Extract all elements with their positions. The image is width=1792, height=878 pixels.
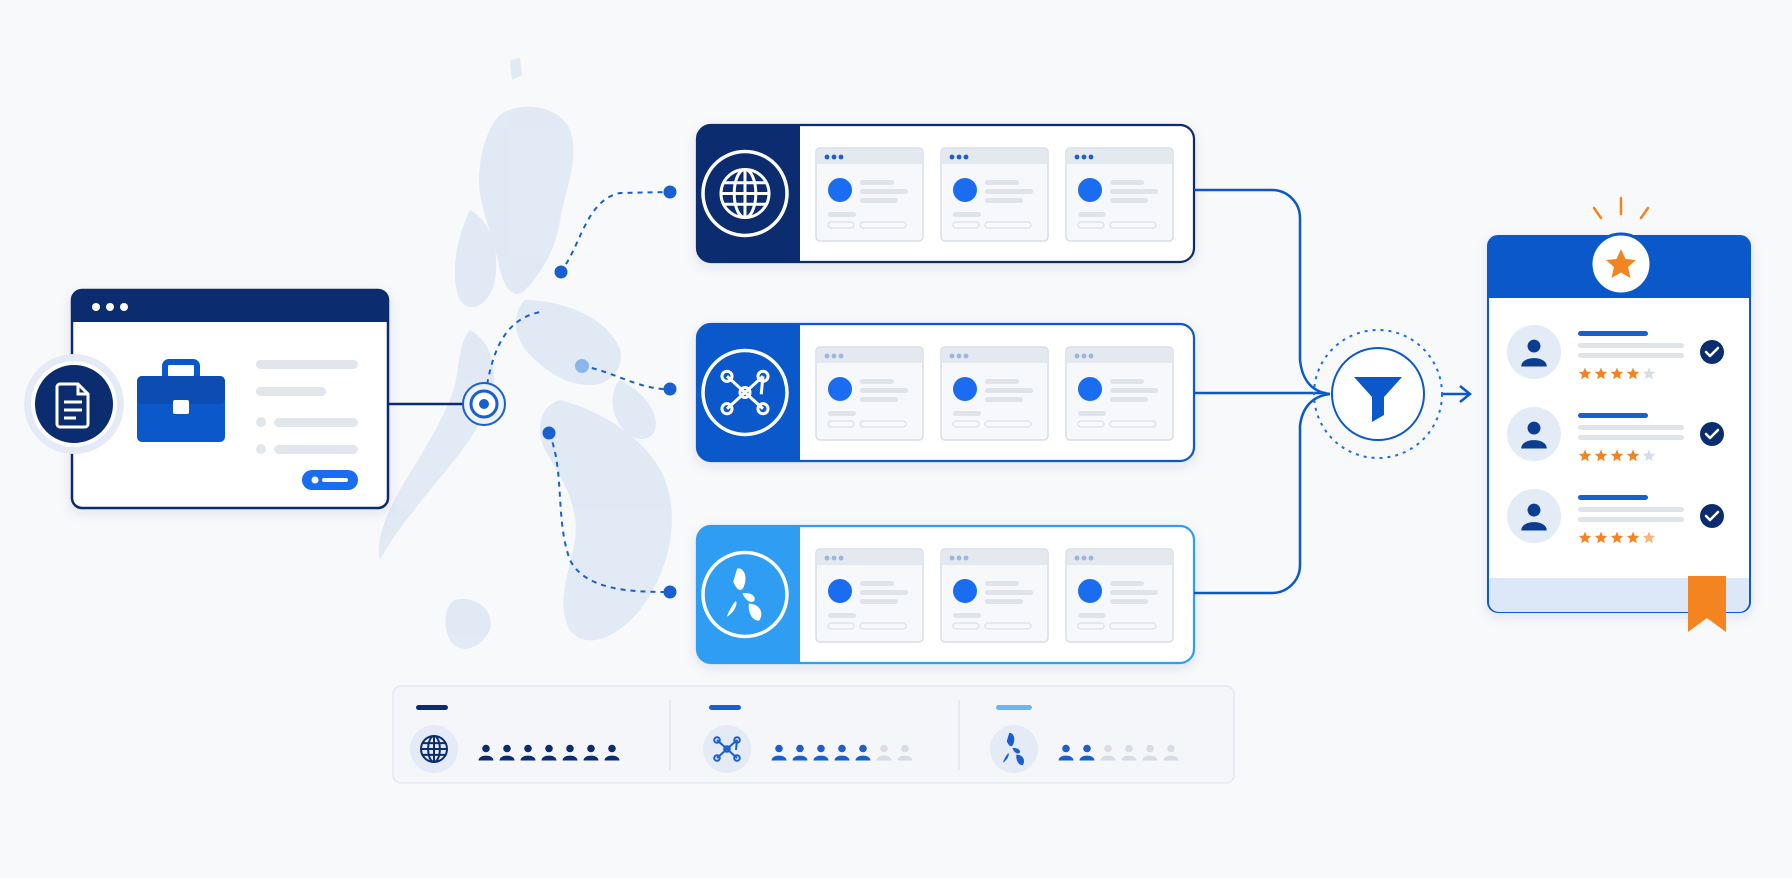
person-icon — [1121, 744, 1137, 761]
avatar — [828, 579, 852, 603]
apply-button[interactable] — [302, 470, 358, 490]
person-icon — [813, 744, 829, 761]
candidate-profile-card[interactable] — [815, 147, 924, 242]
avatar — [953, 377, 977, 401]
rating-stars — [1578, 367, 1656, 380]
philippines-map-icon — [990, 725, 1038, 773]
person-icon — [478, 744, 494, 761]
route-nodes — [542, 185, 677, 599]
avatar — [1078, 377, 1102, 401]
person-icon — [1142, 744, 1158, 761]
person-icon — [583, 744, 599, 761]
candidate-list — [1507, 325, 1724, 544]
network-icon — [701, 348, 789, 437]
rating-stars — [1578, 531, 1656, 544]
person-icon — [562, 744, 578, 761]
avatar — [953, 178, 977, 202]
channel-rows — [695, 123, 1196, 665]
sparkle-lines — [1592, 196, 1650, 220]
candidate-profile-card[interactable] — [815, 548, 924, 643]
avatar — [953, 579, 977, 603]
avatar — [1078, 579, 1102, 603]
summary-section-2 — [703, 705, 913, 773]
person-icon — [1507, 325, 1561, 379]
globe-icon — [410, 725, 458, 773]
channel-row-local[interactable] — [695, 524, 1196, 665]
person-icon — [771, 744, 787, 761]
avatar — [1078, 178, 1102, 202]
avatar — [828, 377, 852, 401]
person-icon — [499, 744, 515, 761]
candidate-profile-card[interactable] — [940, 346, 1049, 441]
person-icon — [1100, 744, 1116, 761]
shortlisted-candidate[interactable] — [1507, 407, 1724, 462]
candidate-profile-card[interactable] — [1065, 147, 1174, 242]
person-icon — [855, 744, 871, 761]
summary-section-3 — [990, 705, 1179, 773]
job-post-window[interactable] — [70, 288, 390, 510]
person-icon — [1507, 407, 1561, 461]
summary-section-1 — [410, 705, 620, 773]
funnel-icon[interactable] — [1313, 329, 1443, 459]
person-icon — [1079, 744, 1095, 761]
candidate-profile-card[interactable] — [940, 147, 1049, 242]
globe-icon — [701, 149, 789, 238]
person-icon — [520, 744, 536, 761]
summary-bar — [392, 685, 1235, 784]
person-icon — [1507, 489, 1561, 543]
avatar — [828, 178, 852, 202]
shortlisted-candidate[interactable] — [1507, 325, 1724, 380]
check-icon — [1700, 422, 1724, 446]
person-icon — [1058, 744, 1074, 761]
person-icon — [604, 744, 620, 761]
channel-row-network[interactable] — [695, 322, 1196, 463]
candidate-profile-card[interactable] — [1065, 548, 1174, 643]
candidate-profile-card[interactable] — [940, 548, 1049, 643]
channel-row-global[interactable] — [695, 123, 1196, 264]
bookmark-icon — [1688, 576, 1726, 632]
person-icon — [834, 744, 850, 761]
hub-target-icon[interactable] — [462, 382, 506, 426]
philippines-map-background — [378, 58, 672, 649]
check-icon — [1700, 340, 1724, 364]
shortlisted-candidate[interactable] — [1507, 489, 1724, 544]
person-icon — [897, 744, 913, 761]
document-icon — [24, 354, 124, 454]
person-icon — [876, 744, 892, 761]
channel-icon-panel — [697, 324, 800, 461]
rating-stars — [1578, 449, 1656, 462]
person-icon — [1163, 744, 1179, 761]
person-icon — [541, 744, 557, 761]
philippines-map-icon — [701, 550, 789, 639]
network-icon — [703, 725, 751, 773]
window-dots — [92, 303, 128, 311]
person-icon — [792, 744, 808, 761]
check-icon — [1700, 504, 1724, 528]
star-badge-icon — [1589, 232, 1653, 296]
shortlist-card[interactable] — [1487, 196, 1751, 632]
briefcase-icon — [137, 359, 225, 442]
job-post-skeleton-lines — [256, 360, 358, 454]
merge-connectors — [1194, 188, 1473, 595]
candidate-profile-card[interactable] — [1065, 346, 1174, 441]
candidate-profile-card[interactable] — [815, 346, 924, 441]
